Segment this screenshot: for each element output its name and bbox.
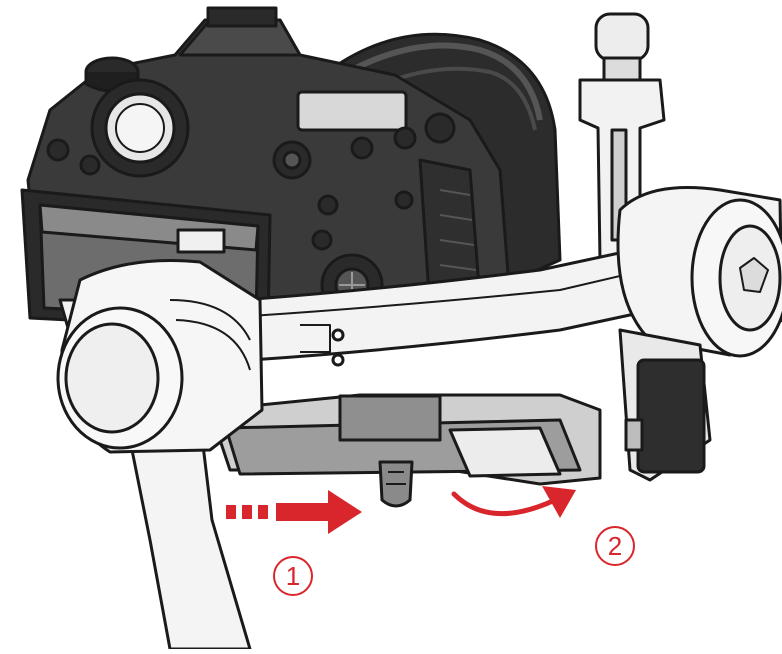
camera-button [317,194,339,216]
camera-button [424,112,456,144]
camera-button [350,136,374,160]
step-2-label: 2 [595,526,635,566]
gimbal-top-knob-icon [594,12,650,62]
slide-arrow-dash [258,505,268,519]
quick-release-plate [208,393,602,508]
gimbal-logo-icon [739,257,769,293]
rotate-arrow [451,486,576,518]
camera-button [79,154,101,176]
camera-prism [178,18,302,57]
slide-arrow-dash [226,505,236,519]
slide-arrow [226,490,362,534]
slide-arrow-dash [242,505,252,519]
camera-button [311,229,333,251]
camera-button [393,126,417,150]
camera-button [46,138,70,162]
camera-top-lcd [296,90,408,132]
gimbal-side-panel [636,358,706,474]
step-1-label: 1 [273,556,313,596]
right-arrow-icon [276,490,362,534]
curved-arrow-icon [451,491,558,517]
gimbal-vertical-arm [578,12,666,262]
camera-button [394,190,414,210]
gimbal-left-motor [56,259,264,651]
